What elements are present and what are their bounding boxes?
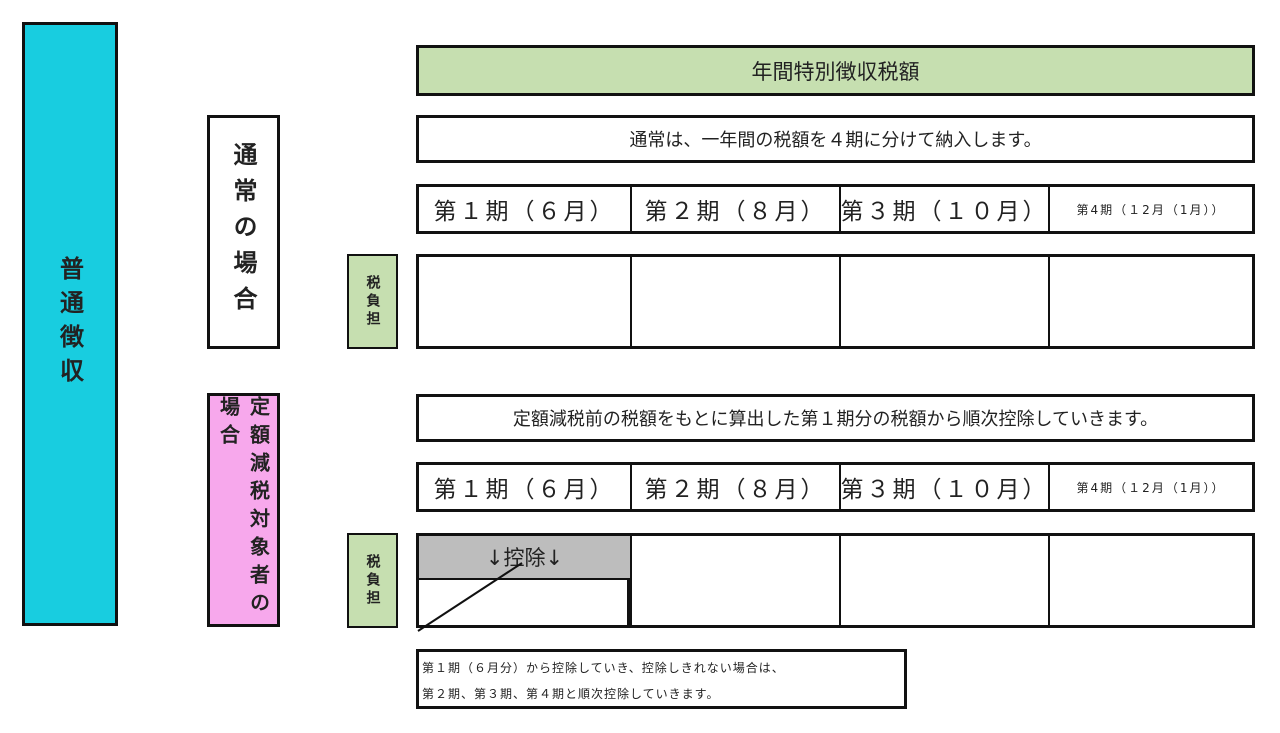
fixed-reduction-case-text: 定額減税対象者の場合 bbox=[216, 396, 271, 620]
annual-tax-title: 年間特別徴収税額 bbox=[416, 45, 1255, 96]
deduction-remaining bbox=[419, 580, 630, 625]
period-cell: 第３期（１０月） bbox=[839, 187, 1048, 231]
deduction-header: ↓控除↓ bbox=[419, 536, 630, 580]
annual-tax-title-text: 年間特別徴収税額 bbox=[751, 59, 920, 84]
footnote-line-1: 第１期（６月分）から控除していき、控除しきれない場合は、 bbox=[422, 661, 785, 675]
deduction-text: ↓控除↓ bbox=[485, 546, 564, 570]
fixed-note-text: 定額減税前の税額をもとに算出した第１期分の税額から順次控除していきます。 bbox=[512, 409, 1159, 430]
normal-case-label: 通常の場合 bbox=[207, 115, 280, 349]
fixed-tax-row: ↓控除↓ bbox=[416, 533, 1255, 628]
period-cell: 第３期（１０月） bbox=[839, 465, 1048, 509]
tax-cell bbox=[630, 536, 839, 625]
normal-tax-row bbox=[416, 254, 1255, 349]
tax-burden-label-fixed: 税負担 bbox=[347, 533, 398, 628]
tax-cell bbox=[630, 257, 839, 346]
tax-burden-label-normal: 税負担 bbox=[347, 254, 398, 349]
deduction-footnote: 第１期（６月分）から控除していき、控除しきれない場合は、 第２期、第３期、第４期… bbox=[416, 649, 907, 709]
tax-burden-text: 税負担 bbox=[364, 553, 381, 608]
normal-note: 通常は、一年間の税額を４期に分けて納入します。 bbox=[416, 115, 1255, 163]
fixed-period-row: 第１期（６月） 第２期（８月） 第３期（１０月） 第4期（１2月（1月）） bbox=[416, 462, 1255, 512]
tax-burden-text: 税負担 bbox=[364, 274, 381, 329]
tax-cell bbox=[1048, 536, 1252, 625]
deduction-cell: ↓控除↓ bbox=[419, 536, 630, 625]
normal-collection-label: 普通徴収 bbox=[22, 22, 118, 626]
normal-collection-text: 普通徴収 bbox=[55, 256, 84, 392]
period-cell: 第２期（８月） bbox=[630, 465, 839, 509]
period-cell: 第4期（１2月（1月）） bbox=[1048, 465, 1252, 509]
fixed-note: 定額減税前の税額をもとに算出した第１期分の税額から順次控除していきます。 bbox=[416, 394, 1255, 442]
period-cell: 第4期（１2月（1月）） bbox=[1048, 187, 1252, 231]
normal-period-row: 第１期（６月） 第２期（８月） 第３期（１０月） 第4期（１2月（1月）） bbox=[416, 184, 1255, 234]
period-cell: 第２期（８月） bbox=[630, 187, 839, 231]
footnote-line-2: 第２期、第３期、第４期と順次控除していきます。 bbox=[422, 687, 720, 701]
tax-cell bbox=[1048, 257, 1252, 346]
period-cell: 第１期（６月） bbox=[433, 199, 616, 225]
normal-note-text: 通常は、一年間の税額を４期に分けて納入します。 bbox=[629, 130, 1042, 151]
tax-cell bbox=[839, 257, 1048, 346]
period-cell: 第１期（６月） bbox=[433, 477, 616, 503]
tax-cell bbox=[839, 536, 1048, 625]
normal-case-text: 通常の場合 bbox=[229, 142, 257, 322]
fixed-reduction-case-label: 定額減税対象者の場合 bbox=[207, 393, 280, 627]
